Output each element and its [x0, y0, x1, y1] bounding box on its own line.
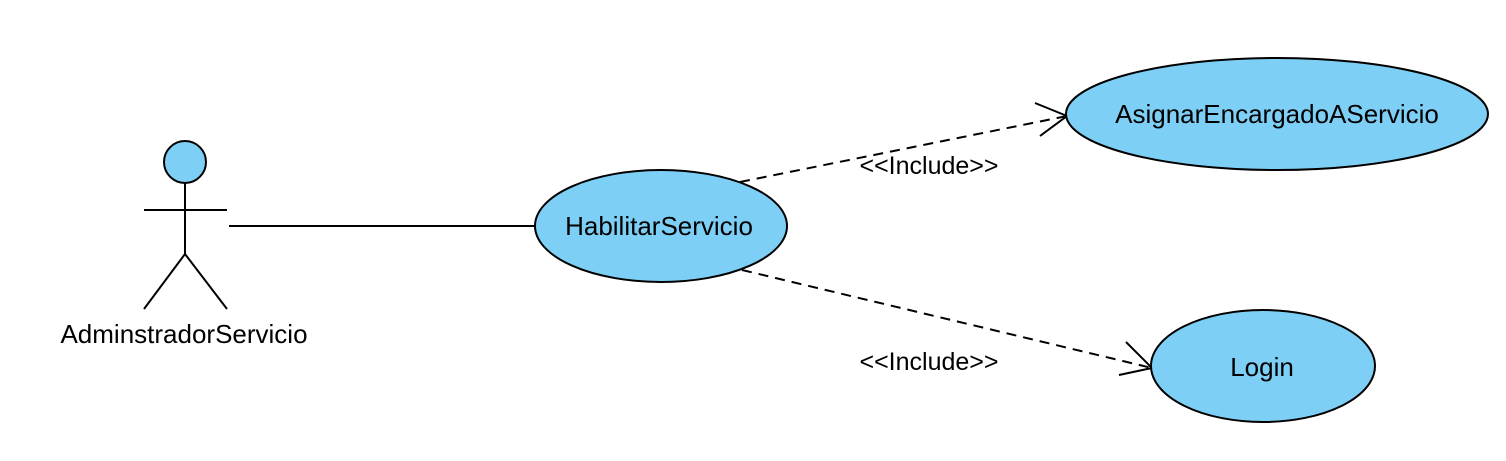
- usecase-login[interactable]: Login: [1150, 309, 1376, 423]
- usecase-login-label: Login: [1230, 352, 1294, 382]
- usecase-asignar-encargado[interactable]: AsignarEncargadoAServicio: [1065, 57, 1489, 171]
- actor-adminstrador-servicio[interactable]: AdminstradorServicio: [60, 140, 308, 349]
- usecase-habilitar-shape: [534, 169, 788, 283]
- include-asignar-arrowhead: [1034, 102, 1070, 137]
- actor-right-leg: [184, 253, 228, 310]
- actor-label: AdminstradorServicio: [60, 319, 307, 349]
- usecase-habilitar-label: HabilitarServicio: [565, 211, 753, 241]
- include-login-arrowhead: [1118, 341, 1155, 376]
- usecase-login-shape: [1150, 309, 1376, 423]
- include-login-label: <<Include>>: [859, 348, 998, 376]
- usecase-habilitar-servicio[interactable]: HabilitarServicio: [534, 169, 788, 283]
- actor-left-leg: [143, 253, 186, 310]
- include-login-dashed-line: [741, 269, 1153, 369]
- include-asignar-label: <<Include>>: [859, 152, 998, 180]
- include-asignar-dashed-line: [739, 115, 1068, 183]
- usecase-asignar-shape: [1065, 57, 1489, 171]
- usecase-asignar-label: AsignarEncargadoAServicio: [1115, 99, 1439, 129]
- actor-head: [163, 140, 207, 184]
